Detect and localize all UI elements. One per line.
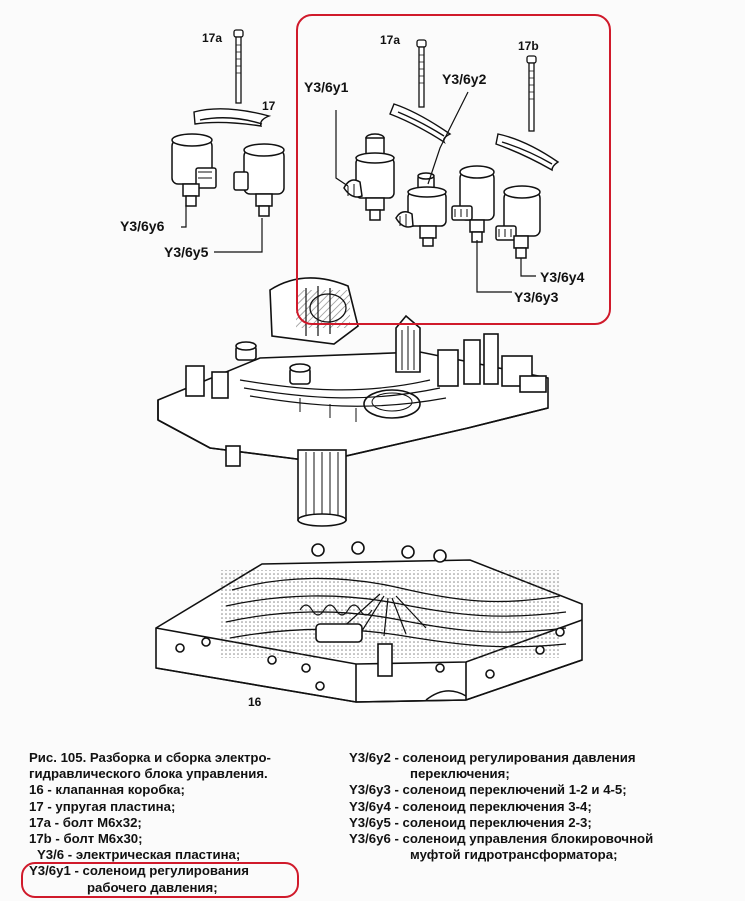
solenoid-y5 bbox=[233, 143, 285, 217]
bolt-17a-right bbox=[416, 39, 427, 108]
caption-line: Y3/6y1 - соленоид регулирования bbox=[29, 863, 249, 879]
caption-line: 16 - клапанная коробка; bbox=[29, 782, 185, 798]
caption-line: муфтой гидротрансформатора; bbox=[410, 847, 618, 863]
leader-lines bbox=[181, 91, 536, 293]
caption-left-column: Рис. 105. Разборка и сборка электро- гид… bbox=[29, 750, 271, 896]
solenoid-y4 bbox=[495, 185, 541, 259]
highlight-y36y1-caption bbox=[21, 862, 299, 898]
caption-line: Y3/6y3 - соленоид переключений 1-2 и 4-5… bbox=[349, 782, 627, 798]
bolt-17b bbox=[526, 55, 537, 132]
electrical-plate-y36 bbox=[157, 277, 549, 527]
bolt-17a-left bbox=[233, 29, 244, 104]
caption-line: Рис. 105. Разборка и сборка электро- bbox=[29, 750, 271, 765]
label-y36y5: Y3/6y5 bbox=[164, 244, 209, 260]
caption-line: гидравлического блока управления. bbox=[29, 766, 268, 782]
solenoid-y2 bbox=[395, 172, 447, 247]
exploded-view-diagram: 17a 17 17a 17b Y3/6y1 Y3/6y2 Y3/6y3 Y3/6… bbox=[120, 29, 585, 709]
valve-box-16 bbox=[155, 541, 583, 703]
caption-line: 17 - упругая пластина; bbox=[29, 798, 176, 814]
caption-line: Y3/6y5 - соленоид переключения 2-3; bbox=[349, 814, 592, 830]
label-y36y2: Y3/6y2 bbox=[442, 71, 487, 87]
solenoid-y3 bbox=[451, 165, 495, 243]
spring-plate-lower-right bbox=[495, 133, 560, 172]
label-y36y6: Y3/6y6 bbox=[120, 218, 165, 234]
caption-line: 17b - болт M6x30; bbox=[29, 830, 143, 846]
solenoid-y1 bbox=[343, 133, 395, 221]
label-y36y3: Y3/6y3 bbox=[514, 289, 559, 305]
label-17a-right: 17a bbox=[380, 33, 400, 47]
label-17: 17 bbox=[262, 99, 276, 113]
caption-line: Y3/6y2 - соленоид регулирования давления bbox=[349, 750, 636, 765]
caption-line: Y3/6y4 - соленоид переключения 3-4; bbox=[349, 798, 592, 814]
caption-line: Y3/6 - электрическая пластина; bbox=[37, 847, 241, 863]
caption-line: переключения; bbox=[410, 766, 510, 782]
label-y36y1: Y3/6y1 bbox=[304, 79, 349, 95]
label-17b: 17b bbox=[518, 39, 539, 53]
caption-line: рабочего давления; bbox=[87, 879, 218, 895]
caption-line: Y3/6y6 - соленоид управления блокировочн… bbox=[349, 830, 654, 846]
highlight-solenoid-group bbox=[296, 14, 611, 325]
label-16: 16 bbox=[248, 695, 262, 709]
caption-line: 17a - болт M6x32; bbox=[29, 814, 142, 830]
caption-right-column: Y3/6y2 - соленоид регулирования давления… bbox=[349, 750, 653, 863]
label-y36y4: Y3/6y4 bbox=[540, 269, 585, 285]
solenoid-y6 bbox=[171, 133, 217, 207]
spring-plate-17 bbox=[193, 108, 272, 127]
label-17a-left: 17a bbox=[202, 31, 222, 45]
